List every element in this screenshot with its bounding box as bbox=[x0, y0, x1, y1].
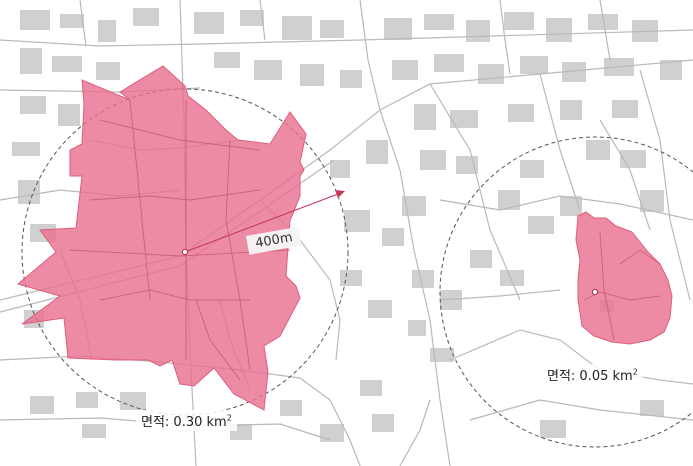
west-area-text: 면적: 0.30 km bbox=[141, 415, 227, 430]
east-area-exponent: 2 bbox=[632, 367, 638, 377]
west-area-exponent: 2 bbox=[226, 413, 232, 423]
west-center-marker bbox=[181, 248, 189, 256]
radius-arrow-head bbox=[335, 190, 345, 198]
east-center-marker bbox=[591, 288, 599, 296]
radius-arrow-line bbox=[184, 193, 339, 253]
west-catchment-area bbox=[16, 65, 307, 411]
east-catchment-streets bbox=[583, 231, 661, 341]
east-area-label: 면적: 0.05 km2 bbox=[542, 364, 643, 385]
west-area-label: 면적: 0.30 km2 bbox=[136, 410, 237, 431]
east-catchment-area bbox=[575, 211, 673, 345]
east-radius-circle bbox=[439, 136, 693, 448]
east-area-text: 면적: 0.05 km bbox=[547, 369, 633, 384]
